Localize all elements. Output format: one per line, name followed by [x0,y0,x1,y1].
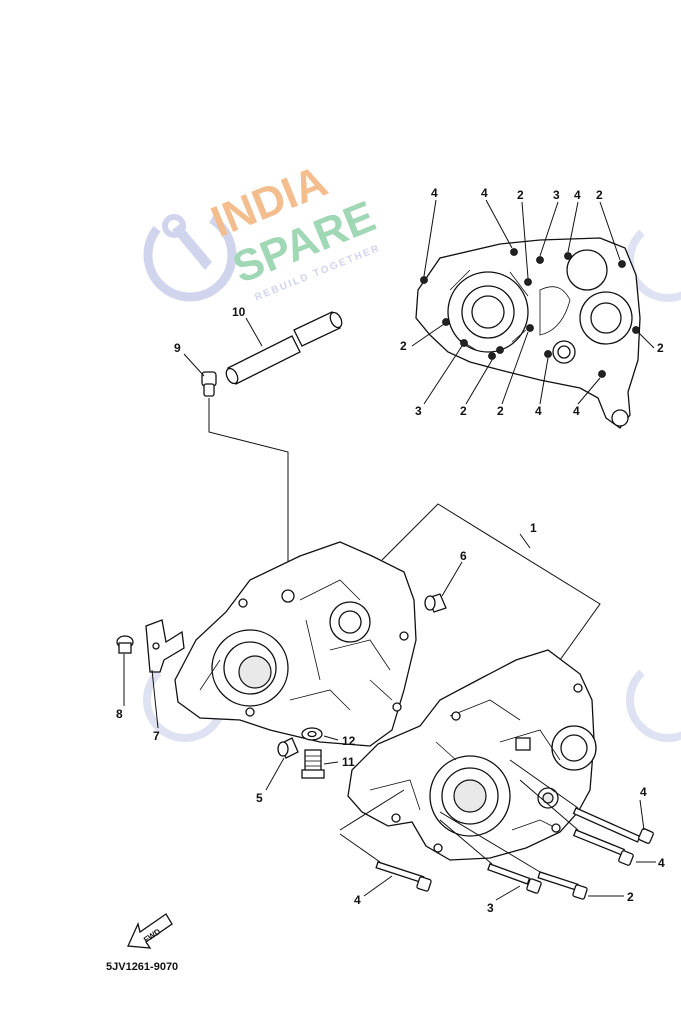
inset-callout-2d: 2 [657,341,664,355]
inset-callout-2e: 2 [460,404,467,418]
callout-9: 9 [174,341,181,355]
bolt-4-bottom-left: 4 [354,861,432,907]
inset-callout-2c: 2 [400,339,407,353]
dowel-part-5: 5 [256,737,299,805]
callout-2-bolt: 2 [627,890,634,904]
inset-leader-lines [411,199,655,405]
inset-bolt-holes [420,248,640,378]
callout-3-bolt: 3 [487,901,494,915]
part-1-bracket: 1 [381,503,601,661]
callout-6: 6 [460,549,467,563]
bolt-4-upper-right: 4 [572,785,654,844]
bolt-3-bottom: 3 [487,863,542,915]
inset-callout-4a: 4 [431,186,438,200]
bolt-2-bottom: 2 [537,871,634,904]
bolts: 4 4 2 3 4 [339,759,665,915]
elbow-part-9: 9 [174,341,289,590]
inset-callout-4c: 4 [574,188,581,202]
left-crankcase-half [174,541,417,747]
inset-callout-4d: 4 [535,404,542,418]
dowel-part-6: 6 [424,549,467,613]
inset-callout-4e: 4 [573,404,580,418]
inset-callout-3a: 3 [553,188,560,202]
inset-crankcase-view: 4 4 2 3 4 2 2 2 3 2 2 4 4 [400,186,664,429]
plug-part-11: 11 [301,749,355,779]
inset-callout-2a: 2 [517,188,524,202]
inset-callout-3b: 3 [415,404,422,418]
inset-callout-2b: 2 [596,188,603,202]
screw-part-8: 8 [116,635,134,721]
callout-7: 7 [153,729,160,743]
inset-callout-4b: 4 [481,186,488,200]
plate-part-7: 7 [145,619,185,743]
callout-10: 10 [232,305,246,319]
right-crankcase-half [347,649,597,861]
inset-callout-2f: 2 [497,404,504,418]
watermark-logo-icon [143,208,237,302]
callout-5: 5 [256,791,263,805]
callout-4-bolt-a: 4 [640,785,647,799]
washer-part-12: 12 [301,727,356,748]
callout-4-bolt-b: 4 [658,856,665,870]
fwd-arrow-icon: FWD [127,913,173,949]
callout-11: 11 [342,755,355,769]
pipe-part-10: 10 [225,305,343,385]
callout-8: 8 [116,707,123,721]
diagram-code: 5JV1261-9070 [106,961,178,973]
callout-4-bolt-c: 4 [354,893,361,907]
callout-1: 1 [530,521,537,535]
bolt-4-right: 4 [572,829,665,870]
callout-12: 12 [342,734,356,748]
